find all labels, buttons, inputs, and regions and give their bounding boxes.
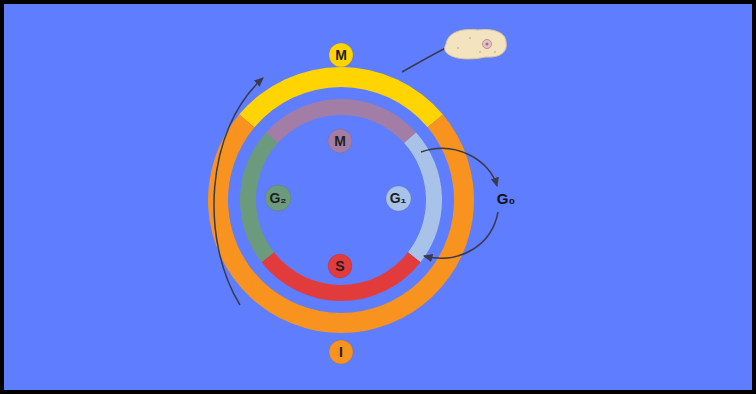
- phase-label: G₀: [497, 190, 515, 207]
- cycle-rings: [208, 67, 474, 333]
- phase-badge: S: [328, 254, 352, 278]
- s-band: [261, 252, 420, 301]
- interphase-band: [208, 115, 474, 333]
- phase-badge: G₁: [386, 186, 411, 211]
- phase-letter: M: [334, 133, 346, 149]
- phase-badge: G₂: [265, 185, 291, 211]
- return-arrow: [424, 212, 498, 258]
- phase-letter: M: [335, 47, 347, 63]
- phase-letter: S: [335, 258, 344, 274]
- phase-letter: G₂: [269, 190, 286, 206]
- exit-arrow: [421, 148, 497, 186]
- daughter-cell: [445, 30, 507, 59]
- phase-letter: I: [339, 344, 343, 360]
- phase-badge: M: [328, 129, 352, 153]
- phase-badge: I: [329, 340, 353, 364]
- phase-badge: M: [329, 43, 353, 67]
- direction-arrow: [214, 78, 263, 305]
- phase-letter: G₁: [390, 190, 407, 206]
- mitosis-band: [239, 67, 443, 127]
